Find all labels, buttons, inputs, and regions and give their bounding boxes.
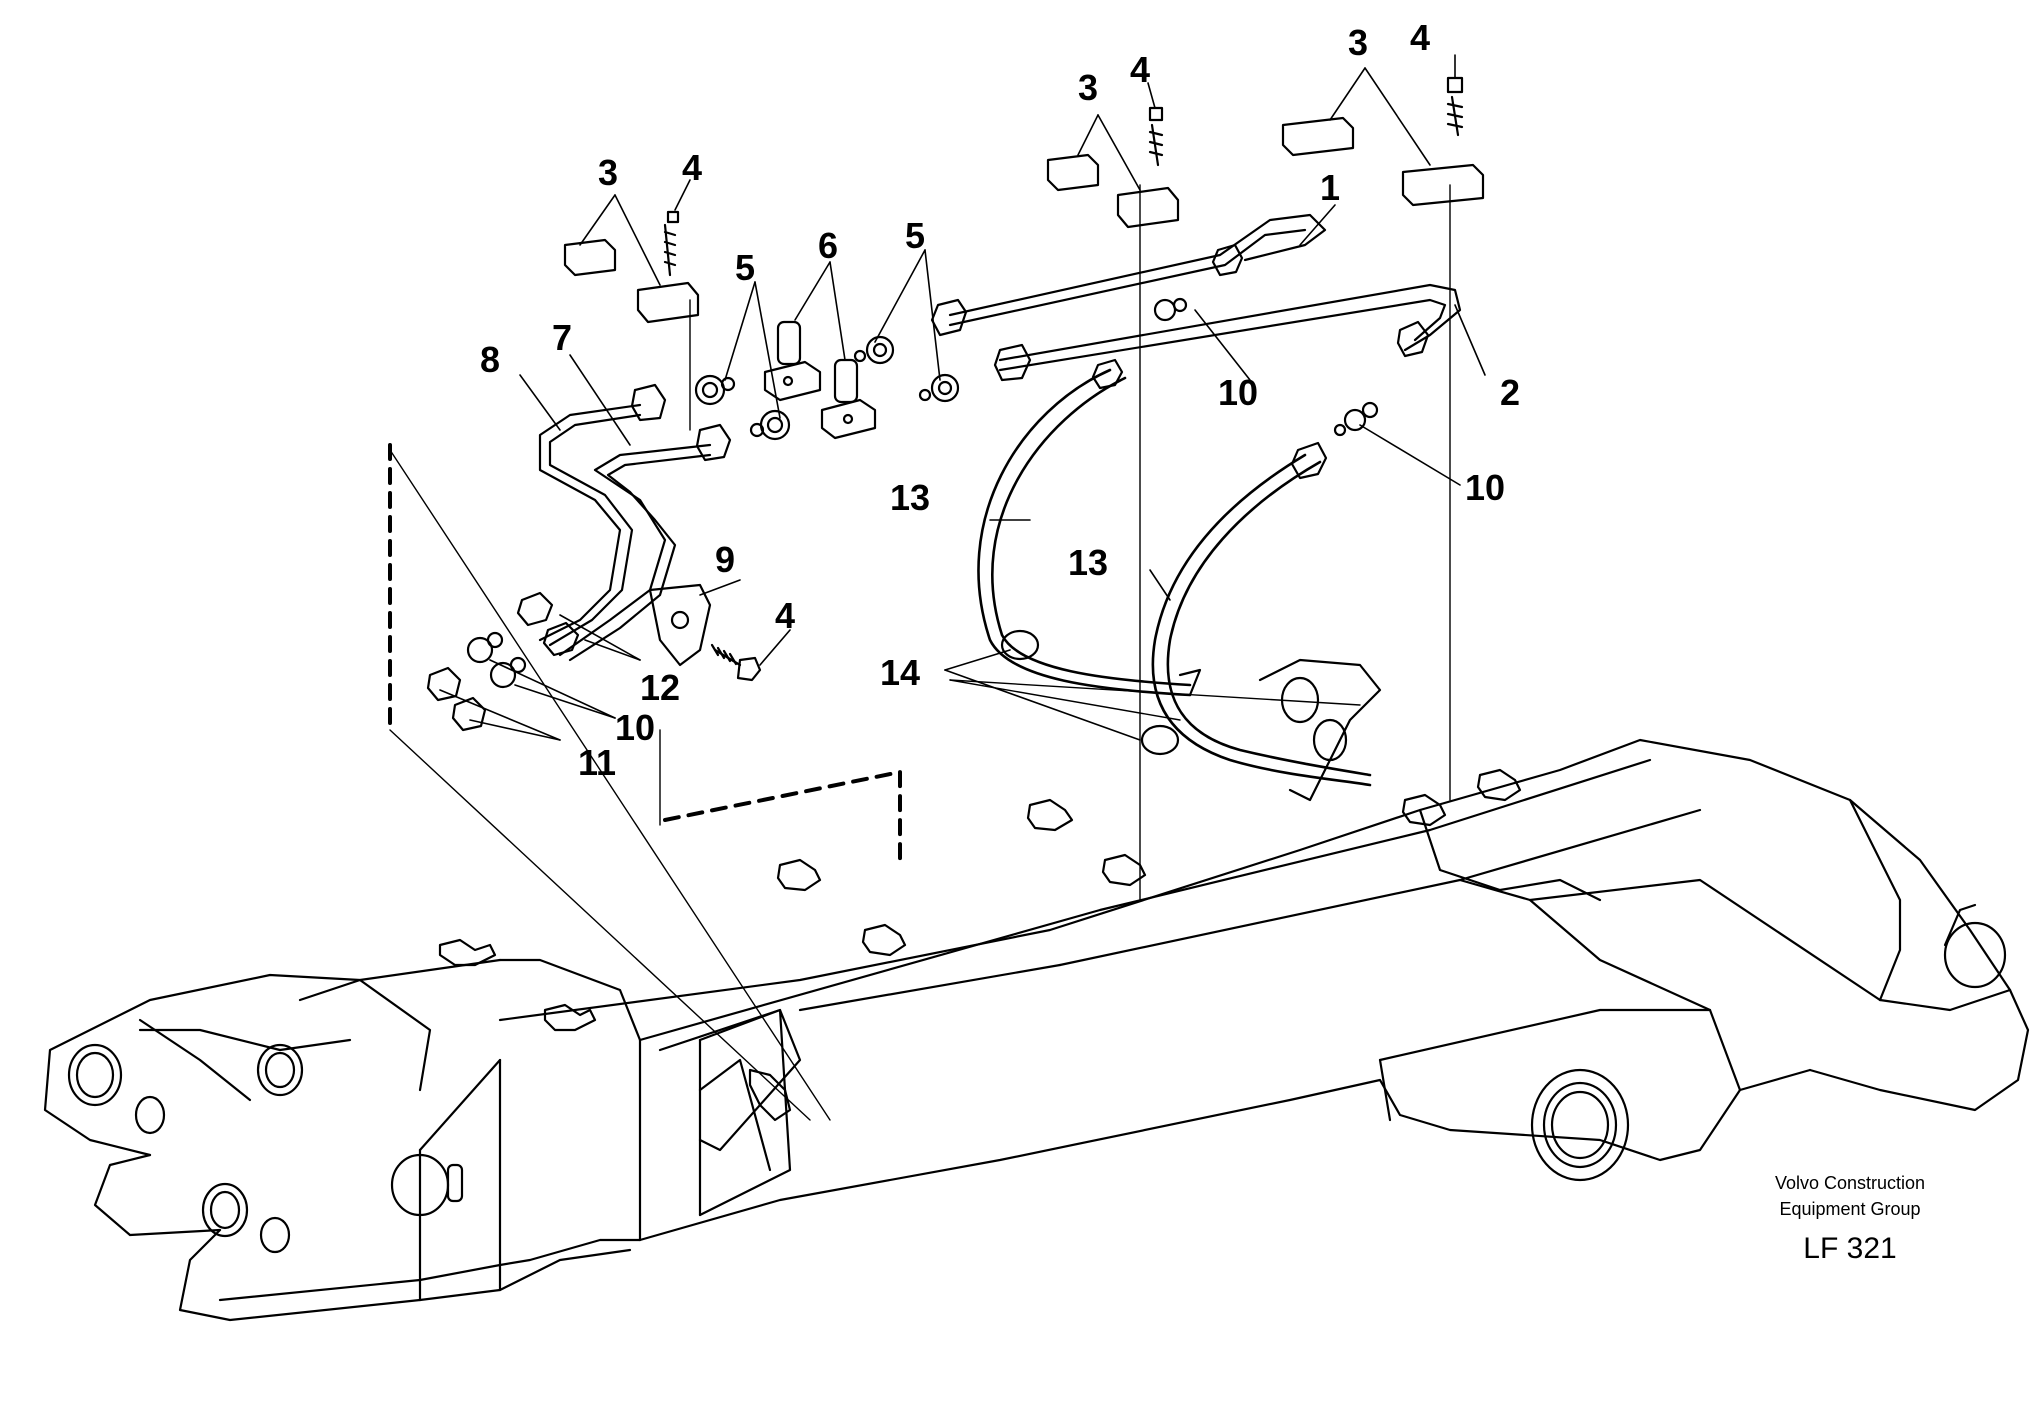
callout-9: 9 (715, 539, 735, 580)
callout-3-middle: 3 (1078, 67, 1098, 108)
callout-8: 8 (480, 339, 500, 380)
callout-10-right: 10 (1465, 467, 1505, 508)
boom-clips (438, 768, 1522, 1122)
figure-code: LF 321 (1803, 1232, 1897, 1265)
clamp-sets (563, 76, 1485, 324)
boom-arm (43, 658, 2030, 1322)
pipe-7 (558, 443, 712, 662)
pipe-8 (538, 403, 642, 647)
callout-11: 11 (578, 742, 616, 783)
callout-leaders (439, 54, 1486, 741)
callout-13-left: 13 (890, 477, 930, 518)
callout-12: 12 (640, 667, 680, 708)
callout-3-right: 3 (1348, 22, 1368, 63)
company-line-2: Equipment Group (1779, 1199, 1921, 1219)
callout-4-clamp: 4 (775, 595, 795, 636)
hose-13-left (977, 368, 1192, 697)
company-caption: Volvo Construction Equipment Group (1700, 1170, 2000, 1222)
callout-4-right: 4 (1410, 17, 1430, 58)
pipe-1 (948, 213, 1327, 327)
callout-13-right: 13 (1068, 542, 1108, 583)
callout-4-left: 4 (682, 147, 702, 188)
pipe-2 (998, 283, 1462, 372)
callout-4-middle: 4 (1130, 49, 1150, 90)
callout-5-left: 5 (735, 247, 755, 288)
callout-1: 1 (1320, 167, 1340, 208)
callout-3-left: 3 (598, 152, 618, 193)
hose-13-right (1151, 453, 1372, 787)
callout-6: 6 (818, 225, 838, 266)
leader-lines (389, 184, 1451, 1121)
callout-labels: 1 2 3 3 3 4 4 4 4 5 5 6 7 8 9 10 10 10 1… (480, 17, 1520, 783)
callout-2: 2 (1500, 372, 1520, 413)
callout-7: 7 (552, 317, 572, 358)
callout-10-left: 10 (615, 707, 655, 748)
callout-14: 14 (880, 652, 920, 693)
dashed-references (388, 443, 902, 862)
callout-10-top: 10 (1218, 372, 1258, 413)
company-line-1: Volvo Construction (1774, 1173, 1926, 1193)
fittings (426, 243, 1430, 756)
callout-5-right: 5 (905, 215, 925, 256)
